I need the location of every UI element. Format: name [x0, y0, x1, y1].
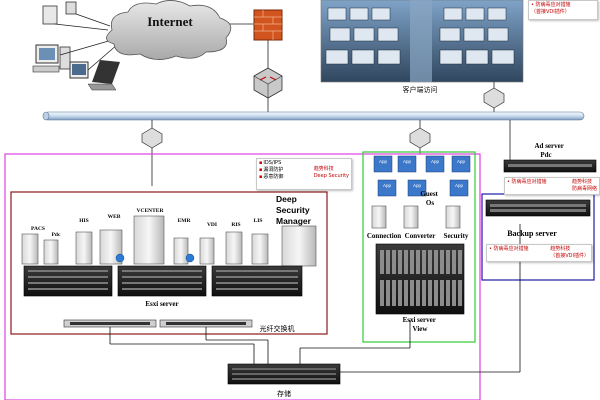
note-ad-line1: • 防病毒应对措施: [507, 179, 547, 185]
client-room-photo: [320, 0, 524, 83]
hospital-zone-border: [4, 153, 481, 400]
ds-note-3: 恶意防御: [259, 174, 283, 181]
esxi-rack-servers: [23, 265, 303, 297]
fiber-switch-label: 光纤交换机: [260, 324, 295, 333]
view-app-tiles: [373, 155, 471, 197]
client-computers: [32, 1, 120, 91]
vm-label-pacs: PACS: [31, 226, 45, 232]
backup-server-rack: [485, 199, 591, 217]
note-ad-brand-sub: 防病毒网络: [571, 186, 597, 192]
note-top-line1: • 防病毒应对措施: [531, 2, 571, 8]
internet-label: Internet: [147, 14, 193, 29]
view-cluster-border: [362, 151, 476, 343]
note-ad-brand: 趋势科技: [571, 179, 592, 185]
switch-left-icon: [141, 127, 163, 149]
note-deep-security: IDS/IPS 漏洞防护 恶意防御 趋势科技 Deep Security: [256, 158, 352, 190]
deep-security-title: Deep Security Manager: [276, 194, 312, 226]
vm-globe-icons: [115, 253, 195, 263]
blade-chassis: [375, 243, 465, 315]
vm-label-vdi: VDI: [207, 222, 217, 228]
vm-tower-icons: [21, 215, 317, 267]
note-backup-brand: 趋势科技: [550, 246, 571, 252]
vm-label-lis: LIS: [254, 218, 263, 224]
note-backup-server: • 防病毒应对措施 趋势科技 （首接VDI插件）: [486, 244, 592, 262]
vm-label-web: WEB: [108, 214, 121, 220]
backup-server-label: Backup server: [507, 229, 557, 238]
ds-brand: 趋势科技: [313, 166, 334, 172]
converter-label: Converter: [405, 232, 436, 240]
client-access-label: 客户端访问: [403, 85, 438, 94]
vm-label-ris: RIS: [231, 222, 240, 228]
esxi-cluster-border: [10, 191, 328, 335]
esxi-view-label: Esxi server View: [403, 316, 438, 333]
switch-icon: [483, 87, 505, 109]
vm-label-his: HIS: [79, 218, 88, 224]
note-backup-brand-sub: （首接VDI插件）: [550, 253, 589, 259]
esxi-server-label: Esxi server: [145, 300, 178, 308]
note-ad-server: • 防病毒应对措施 趋势科技 防病毒网络: [504, 177, 600, 195]
view-vm-towers: [371, 205, 461, 229]
ds-note-1: IDS/IPS: [259, 160, 283, 167]
storage-label: 存储: [277, 389, 291, 398]
storage-array: [227, 363, 341, 385]
note-top-line2: （首接VDI插件）: [531, 9, 570, 15]
vm-label-pdc: Pdc: [52, 232, 61, 238]
note-backup-line1: • 防病毒应对措施: [489, 246, 529, 252]
app-tag: App: [431, 159, 440, 164]
switch-middle-icon: [409, 127, 431, 149]
vm-label-emr: EMR: [178, 218, 192, 224]
ad-server-rack: [503, 159, 597, 173]
app-tag: App: [457, 159, 466, 164]
vm-label-vcenter: VCENTER: [137, 208, 165, 214]
ds-note-2: 漏洞防护: [259, 167, 283, 174]
ds-brand-sub: Deep Security: [313, 173, 349, 179]
app-tag: App: [413, 183, 422, 188]
note-top-right: • 防病毒应对措施 （首接VDI插件）: [528, 0, 598, 20]
app-tag: App: [403, 159, 412, 164]
ad-server-label: Ad server Pdc: [535, 142, 566, 159]
app-tag: App: [455, 183, 464, 188]
network-backbone: [42, 111, 585, 121]
app-tag: App: [383, 183, 392, 188]
firewall-icon: [253, 9, 283, 41]
internet-cloud: [106, 0, 232, 60]
security-label: Security: [444, 232, 469, 240]
router-icon: [253, 67, 283, 99]
guest-os-label: Guest Os: [420, 190, 439, 207]
connection-label: Connection: [367, 232, 401, 240]
fiber-switches: [63, 319, 253, 328]
app-tag: App: [379, 159, 388, 164]
